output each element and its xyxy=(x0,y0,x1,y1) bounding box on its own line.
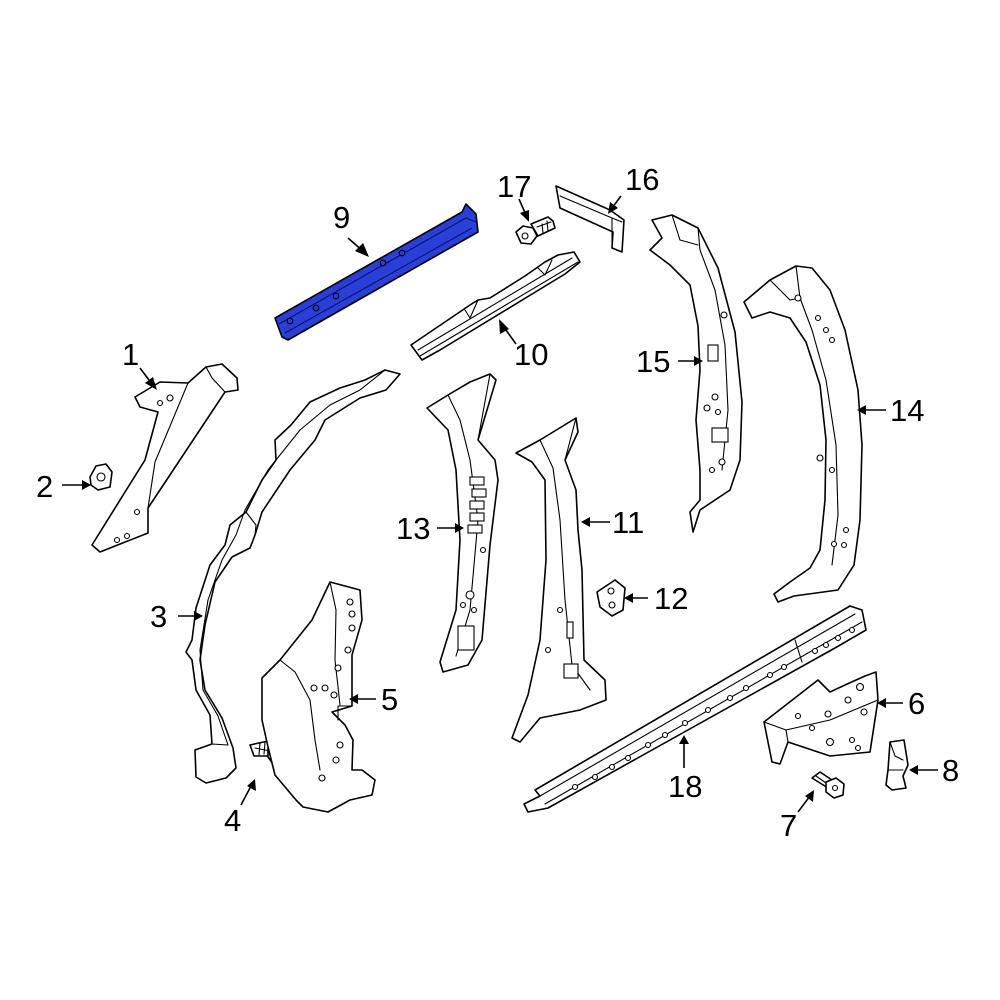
part-13-b-pillar-inner[interactable] xyxy=(426,373,499,673)
part-12-plate[interactable] xyxy=(596,579,626,617)
callout-1[interactable]: 1 xyxy=(122,337,139,372)
part-10-roof-bow[interactable] xyxy=(410,251,581,361)
callout-15[interactable]: 15 xyxy=(636,344,670,379)
callout-16[interactable]: 16 xyxy=(625,162,659,197)
part-8-clip[interactable] xyxy=(885,739,909,791)
callout-4[interactable]: 4 xyxy=(224,803,241,838)
callout-11[interactable]: 11 xyxy=(612,505,644,540)
callout-2[interactable]: 2 xyxy=(36,469,53,504)
part-16-bracket[interactable] xyxy=(555,185,625,253)
part-9-roof-rail[interactable] xyxy=(274,203,479,341)
callout-3[interactable]: 3 xyxy=(150,599,167,634)
callout-7[interactable]: 7 xyxy=(780,808,797,843)
callout-17[interactable]: 17 xyxy=(497,169,531,204)
part-6-bracket[interactable] xyxy=(763,671,879,765)
callout-14[interactable]: 14 xyxy=(890,393,924,428)
part-7-bolt[interactable] xyxy=(811,771,845,799)
leader-lines xyxy=(62,195,938,813)
callout-8[interactable]: 8 xyxy=(942,753,959,788)
part-2-clip[interactable] xyxy=(89,463,113,491)
callout-9[interactable]: 9 xyxy=(333,200,350,235)
part-3-pillar-inner[interactable] xyxy=(185,369,401,784)
callout-12[interactable]: 12 xyxy=(654,581,688,616)
part-14-quarter-panel-inner[interactable] xyxy=(743,265,863,603)
part-5-lower-pillar[interactable] xyxy=(261,581,376,813)
part-1-pillar-reinforcement[interactable] xyxy=(91,363,239,553)
callout-5[interactable]: 5 xyxy=(381,682,398,717)
part-18-rocker-panel[interactable] xyxy=(523,605,867,813)
callout-6[interactable]: 6 xyxy=(908,686,925,721)
callout-18[interactable]: 18 xyxy=(668,769,702,804)
callout-labels: 1 2 3 4 5 6 7 8 9 10 11 12 13 14 15 16 1… xyxy=(36,162,959,843)
callout-13[interactable]: 13 xyxy=(396,511,430,546)
part-15-c-pillar-reinforcement[interactable] xyxy=(649,214,743,533)
callout-10[interactable]: 10 xyxy=(514,337,548,372)
part-17-bolt[interactable] xyxy=(515,216,556,245)
part-11-b-pillar-outer[interactable] xyxy=(511,417,607,743)
